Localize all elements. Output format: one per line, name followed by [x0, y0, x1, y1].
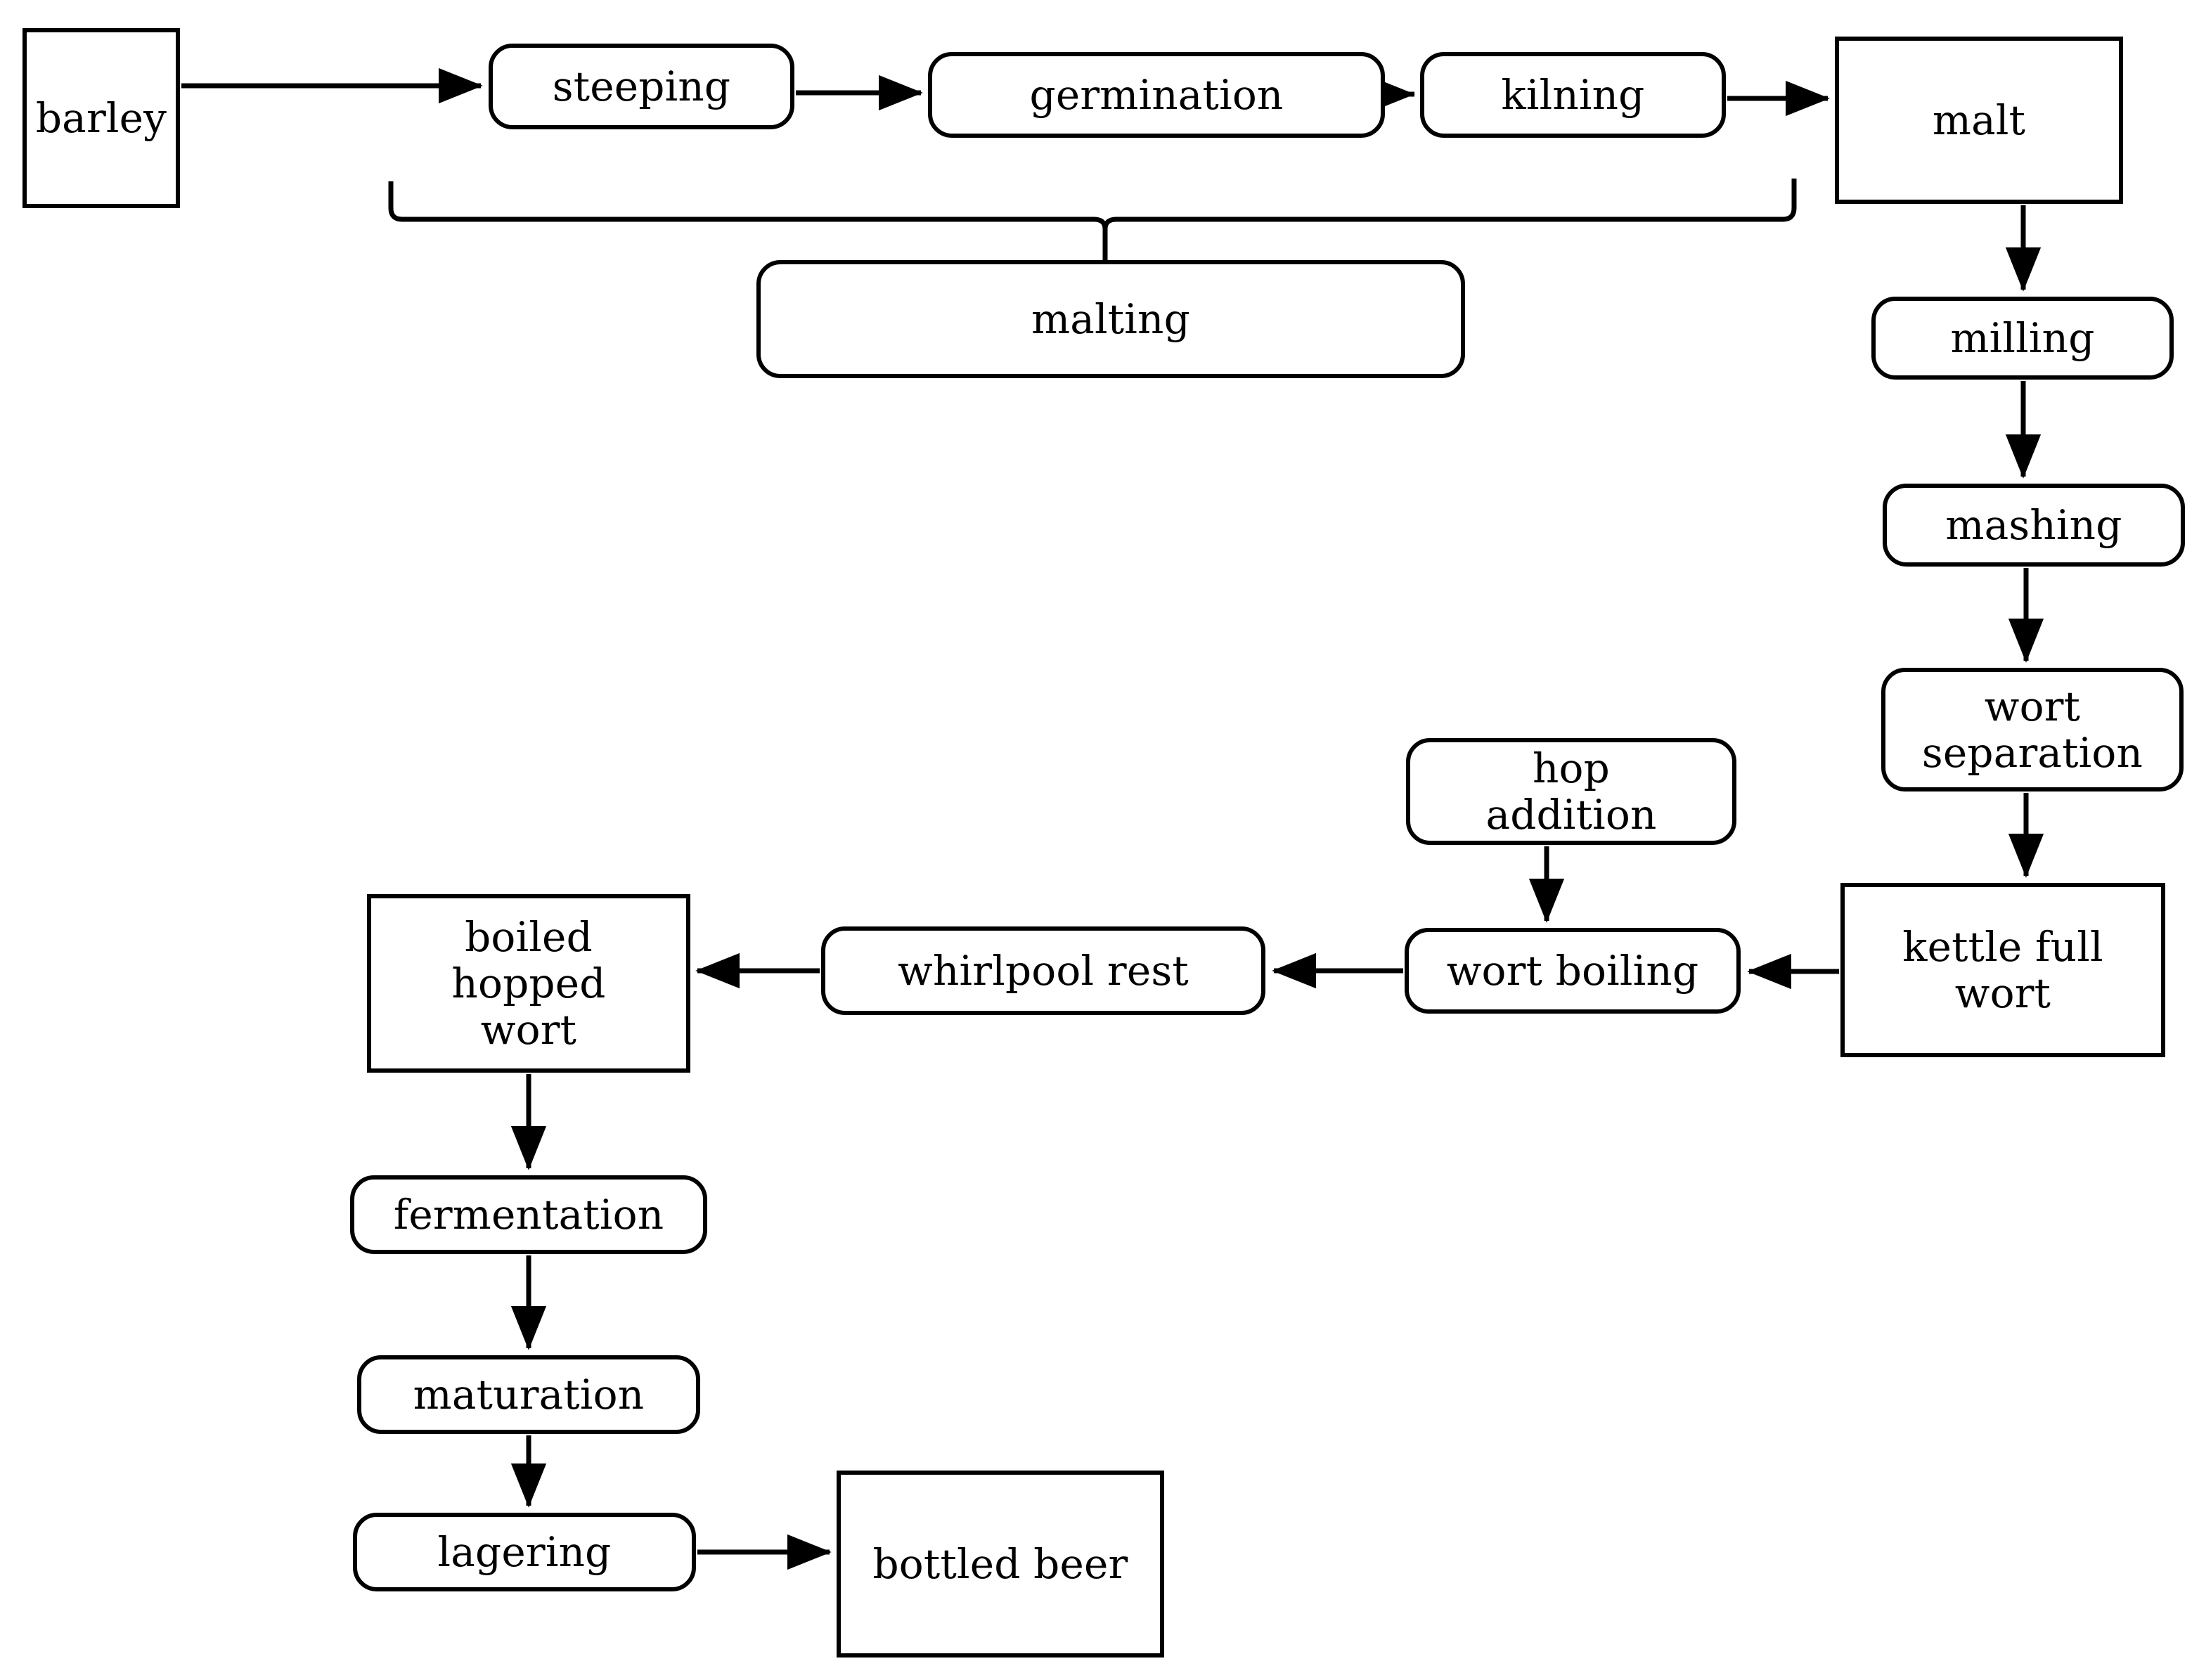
node-bottled-beer[interactable]: bottled beer [837, 1471, 1164, 1658]
node-wort-boiling[interactable]: wort boiling [1405, 928, 1741, 1014]
node-label: fermentation [393, 1190, 664, 1239]
node-label: barley [35, 93, 167, 142]
node-whirlpool-rest[interactable]: whirlpool rest [821, 926, 1265, 1015]
node-label: malting [1031, 295, 1190, 343]
node-barley[interactable]: barley [22, 28, 180, 208]
node-kilning[interactable]: kilning [1420, 52, 1726, 138]
node-label: steeping [552, 62, 731, 110]
node-label: malt [1932, 96, 2026, 144]
node-mashing[interactable]: mashing [1883, 484, 2185, 567]
node-milling[interactable]: milling [1871, 297, 2174, 380]
node-lagering[interactable]: lagering [353, 1513, 696, 1591]
node-label: wort separation [1921, 682, 2143, 777]
node-label: lagering [437, 1527, 612, 1576]
edge-malting-brace [388, 179, 1797, 261]
node-malting[interactable]: malting [756, 260, 1465, 378]
node-label: kilning [1501, 70, 1645, 119]
node-label: maturation [413, 1370, 645, 1419]
node-malt[interactable]: malt [1835, 37, 2123, 204]
node-label: bottled beer [872, 1539, 1128, 1588]
node-wort-separation[interactable]: wort separation [1881, 668, 2184, 791]
node-maturation[interactable]: maturation [357, 1355, 700, 1434]
node-label: boiled hopped wort [451, 912, 606, 1054]
node-fermentation[interactable]: fermentation [350, 1175, 707, 1254]
node-kettle-full-wort[interactable]: kettle full wort [1840, 883, 2165, 1057]
node-label: whirlpool rest [898, 946, 1189, 995]
node-label: kettle full wort [1902, 922, 2103, 1017]
node-label: wort boiling [1446, 946, 1699, 995]
node-label: hop addition [1485, 744, 1657, 839]
node-boiled-hopped-wort[interactable]: boiled hopped wort [367, 894, 690, 1073]
node-hop-addition[interactable]: hop addition [1406, 738, 1736, 845]
node-germination[interactable]: germination [928, 52, 1385, 138]
node-steeping[interactable]: steeping [489, 44, 794, 129]
node-label: germination [1029, 70, 1284, 119]
node-label: mashing [1945, 500, 2122, 549]
node-label: milling [1950, 314, 2095, 362]
